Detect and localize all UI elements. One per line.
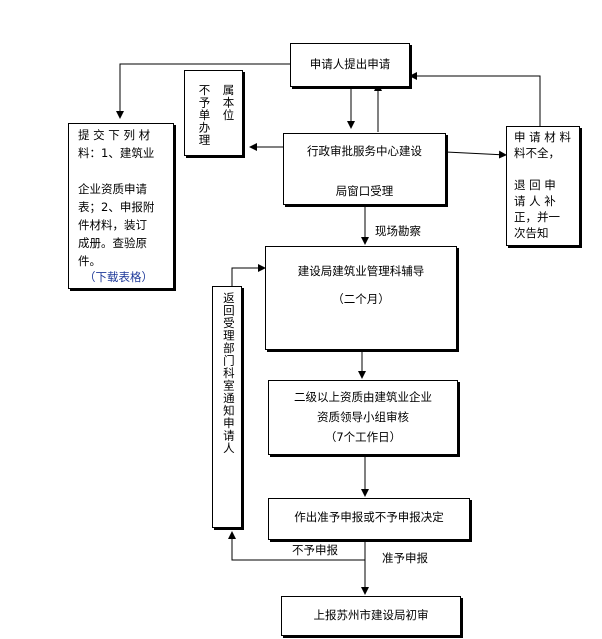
return-notice-label: 返回受理部门科室通知申请人 [221,292,236,455]
return-notice-node [212,286,242,528]
review-line-2: 资质领导小组审核 [317,410,409,424]
not-handle-label-2: 不予单办理 [197,84,212,147]
incomplete-line-5: 正，并一 [514,210,560,224]
materials-node [68,123,174,289]
decision-label: 作出准予申报或不予申报决定 [294,510,444,524]
incomplete-line-1: 申 请 材 料 [514,130,571,144]
incomplete-line-3: 退 回 申 [514,178,556,192]
final-node [281,596,461,636]
not-handle-node [184,70,243,156]
service-center-line-2: 局窗口受理 [335,184,394,198]
apply-label: 申请人提出申请 [309,57,391,71]
site-survey-label: 现场勘察 [375,224,421,238]
download-forms-link[interactable]: （下载表格） [84,270,153,284]
incomplete-node [506,126,580,246]
service-center-line-1: 行政审批服务中心建设 [307,144,422,158]
materials-line-1: 提 交 下 列 材 [78,128,151,142]
materials-line-4: 表；2、申报附 [78,200,155,214]
apply-node [290,43,410,87]
not-handle-label-1: 属本位 [221,84,236,122]
incomplete-line-2: 料不全， [514,146,560,160]
review-line-3: （7个工作日） [324,430,402,444]
construction-dept-line-1: 建设局建筑业管理科辅导 [297,264,425,278]
reject-label: 不予申报 [292,543,338,557]
materials-line-6: 成册。查验原 [78,236,147,250]
incomplete-line-6: 次告知 [514,226,549,240]
approve-label: 准予申报 [382,551,428,565]
materials-line-2: 料：1、建筑业 [78,146,155,160]
materials-line-5: 件材料，装订 [78,218,147,232]
construction-dept-node [265,246,457,350]
review-node [268,380,458,455]
decision-node [268,498,470,540]
review-line-1: 二级以上资质由建筑业企业 [294,390,432,404]
final-label: 上报苏州市建设局初审 [313,608,429,622]
incomplete-line-4: 请 人 补 [514,194,556,208]
materials-line-3: 企业资质申请 [78,182,147,196]
materials-line-7: 件。 [78,254,101,268]
service-center-node [283,133,446,205]
construction-dept-line-2: （二个月） [332,292,390,306]
